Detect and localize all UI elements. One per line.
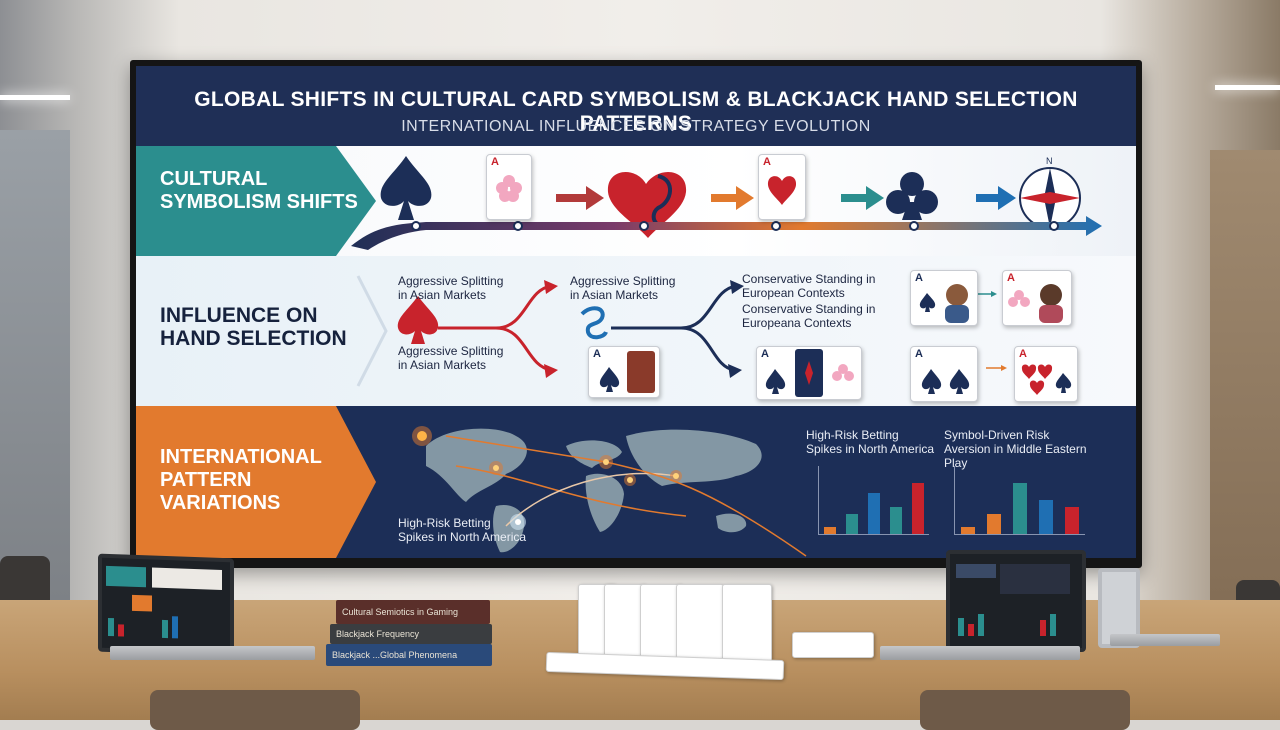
chart-bar <box>823 527 837 534</box>
wall-display: GLOBAL SHIFTS IN CULTURAL CARD SYMBOLISM… <box>130 60 1142 568</box>
flow-lines <box>445 435 807 557</box>
playing-card-dragon <box>640 584 682 662</box>
infographic-header: GLOBAL SHIFTS IN CULTURAL CARD SYMBOLISM… <box>136 66 1136 146</box>
cultural-symbols-row: N <box>351 156 1102 250</box>
book-3: Blackjack ...Global Phenomena <box>326 644 492 666</box>
hotspot-icons <box>412 426 682 530</box>
chair-front-right <box>920 690 1130 730</box>
card-spread-hearts-spades: A <box>1014 346 1078 402</box>
right-wood-panel <box>1210 150 1280 600</box>
chart-bar <box>1064 506 1080 534</box>
chart-bar <box>911 483 925 534</box>
timeline-arrow <box>351 216 1102 250</box>
label-aggressive-splitting-2: Aggressive Splitting in Asian Markets <box>570 274 676 302</box>
compass-icon: N <box>1019 156 1081 229</box>
infographic-title: GLOBAL SHIFTS IN CULTURAL CARD SYMBOLISM… <box>194 88 1078 135</box>
svg-text:N: N <box>1046 156 1053 166</box>
playing-card-lotus-2 <box>722 584 772 662</box>
chart-bar <box>960 527 976 534</box>
world-map <box>412 426 807 557</box>
label-high-risk-na-top: High-Risk Betting Spikes in North Americ… <box>806 428 935 456</box>
laptop-right-base <box>880 646 1080 660</box>
label-aggressive-splitting-3: Aggressive Splitting in Asian Markets <box>398 344 504 372</box>
club-icon <box>886 172 938 220</box>
card-ace-sakura: A <box>486 154 532 220</box>
card-ace-spades-dragon: A <box>588 346 660 398</box>
infographic-screen: GLOBAL SHIFTS IN CULTURAL CARD SYMBOLISM… <box>136 66 1136 558</box>
card-pair-player-1: A <box>910 270 978 326</box>
spade-icon <box>397 296 439 344</box>
playing-card-lotus <box>676 584 724 662</box>
spade-icon <box>380 156 432 220</box>
chart-bar <box>1012 483 1028 534</box>
section-cultural-symbolism: CULTURAL SYMBOLISM SHIFTS <box>136 146 376 256</box>
arrow-icon <box>556 186 604 210</box>
section-international: INTERNATIONAL PATTERN VARIATIONS <box>136 406 376 558</box>
card-spread-european: A <box>756 346 862 400</box>
infographic-subtitle: INTERNATIONAL INFLUENCES ON STRATEGY EVO… <box>401 118 871 135</box>
chair-front-left <box>150 690 360 730</box>
label-conservative-standing-1: Conservative Standing in European Contex… <box>742 272 876 300</box>
left-wall-panel <box>0 130 70 600</box>
section-hand-selection: INFLUENCE ON HAND SELECTION <box>160 304 347 350</box>
chart-bar <box>986 513 1002 534</box>
laptop-far-right-base <box>1110 634 1220 646</box>
card-pair-player-2: A <box>1002 270 1072 326</box>
chart-bar <box>1038 500 1054 534</box>
dragon-icon <box>580 306 608 340</box>
label-risk-aversion-me: Symbol-Driven Risk Aversion in Middle Ea… <box>944 428 1087 470</box>
ceiling-light-left <box>0 95 70 100</box>
timeline-dots <box>411 221 1059 231</box>
chart-bar <box>889 506 903 534</box>
laptop-left-screen <box>98 553 234 657</box>
arrow-icon <box>976 186 1016 210</box>
chart-bar <box>845 513 859 534</box>
chart-north-america <box>818 466 929 535</box>
label-aggressive-splitting-1: Aggressive Splitting in Asian Markets <box>398 274 504 302</box>
laptop-right-screen <box>946 550 1086 652</box>
ceiling-light-right <box>1215 85 1280 90</box>
arrow-icon <box>841 186 884 210</box>
card-pair-spades: A <box>910 346 978 402</box>
chart-bar <box>867 493 881 534</box>
book-2: Blackjack Frequency <box>330 624 492 644</box>
arrow-icon <box>711 186 754 210</box>
influence-flows <box>356 275 1007 387</box>
chart-middle-east <box>954 466 1085 535</box>
label-high-risk-na-bottom: High-Risk Betting Spikes in North Americ… <box>398 516 527 544</box>
card-ace-hearts: A <box>758 154 806 220</box>
card-deck <box>792 632 874 658</box>
heart-dragon-icon <box>607 172 687 238</box>
laptop-left-base <box>110 646 315 660</box>
book-1: Cultural Semiotics in Gaming <box>336 600 490 624</box>
label-conservative-standing-2: Conservative Standing in Europeana Conte… <box>742 302 876 330</box>
